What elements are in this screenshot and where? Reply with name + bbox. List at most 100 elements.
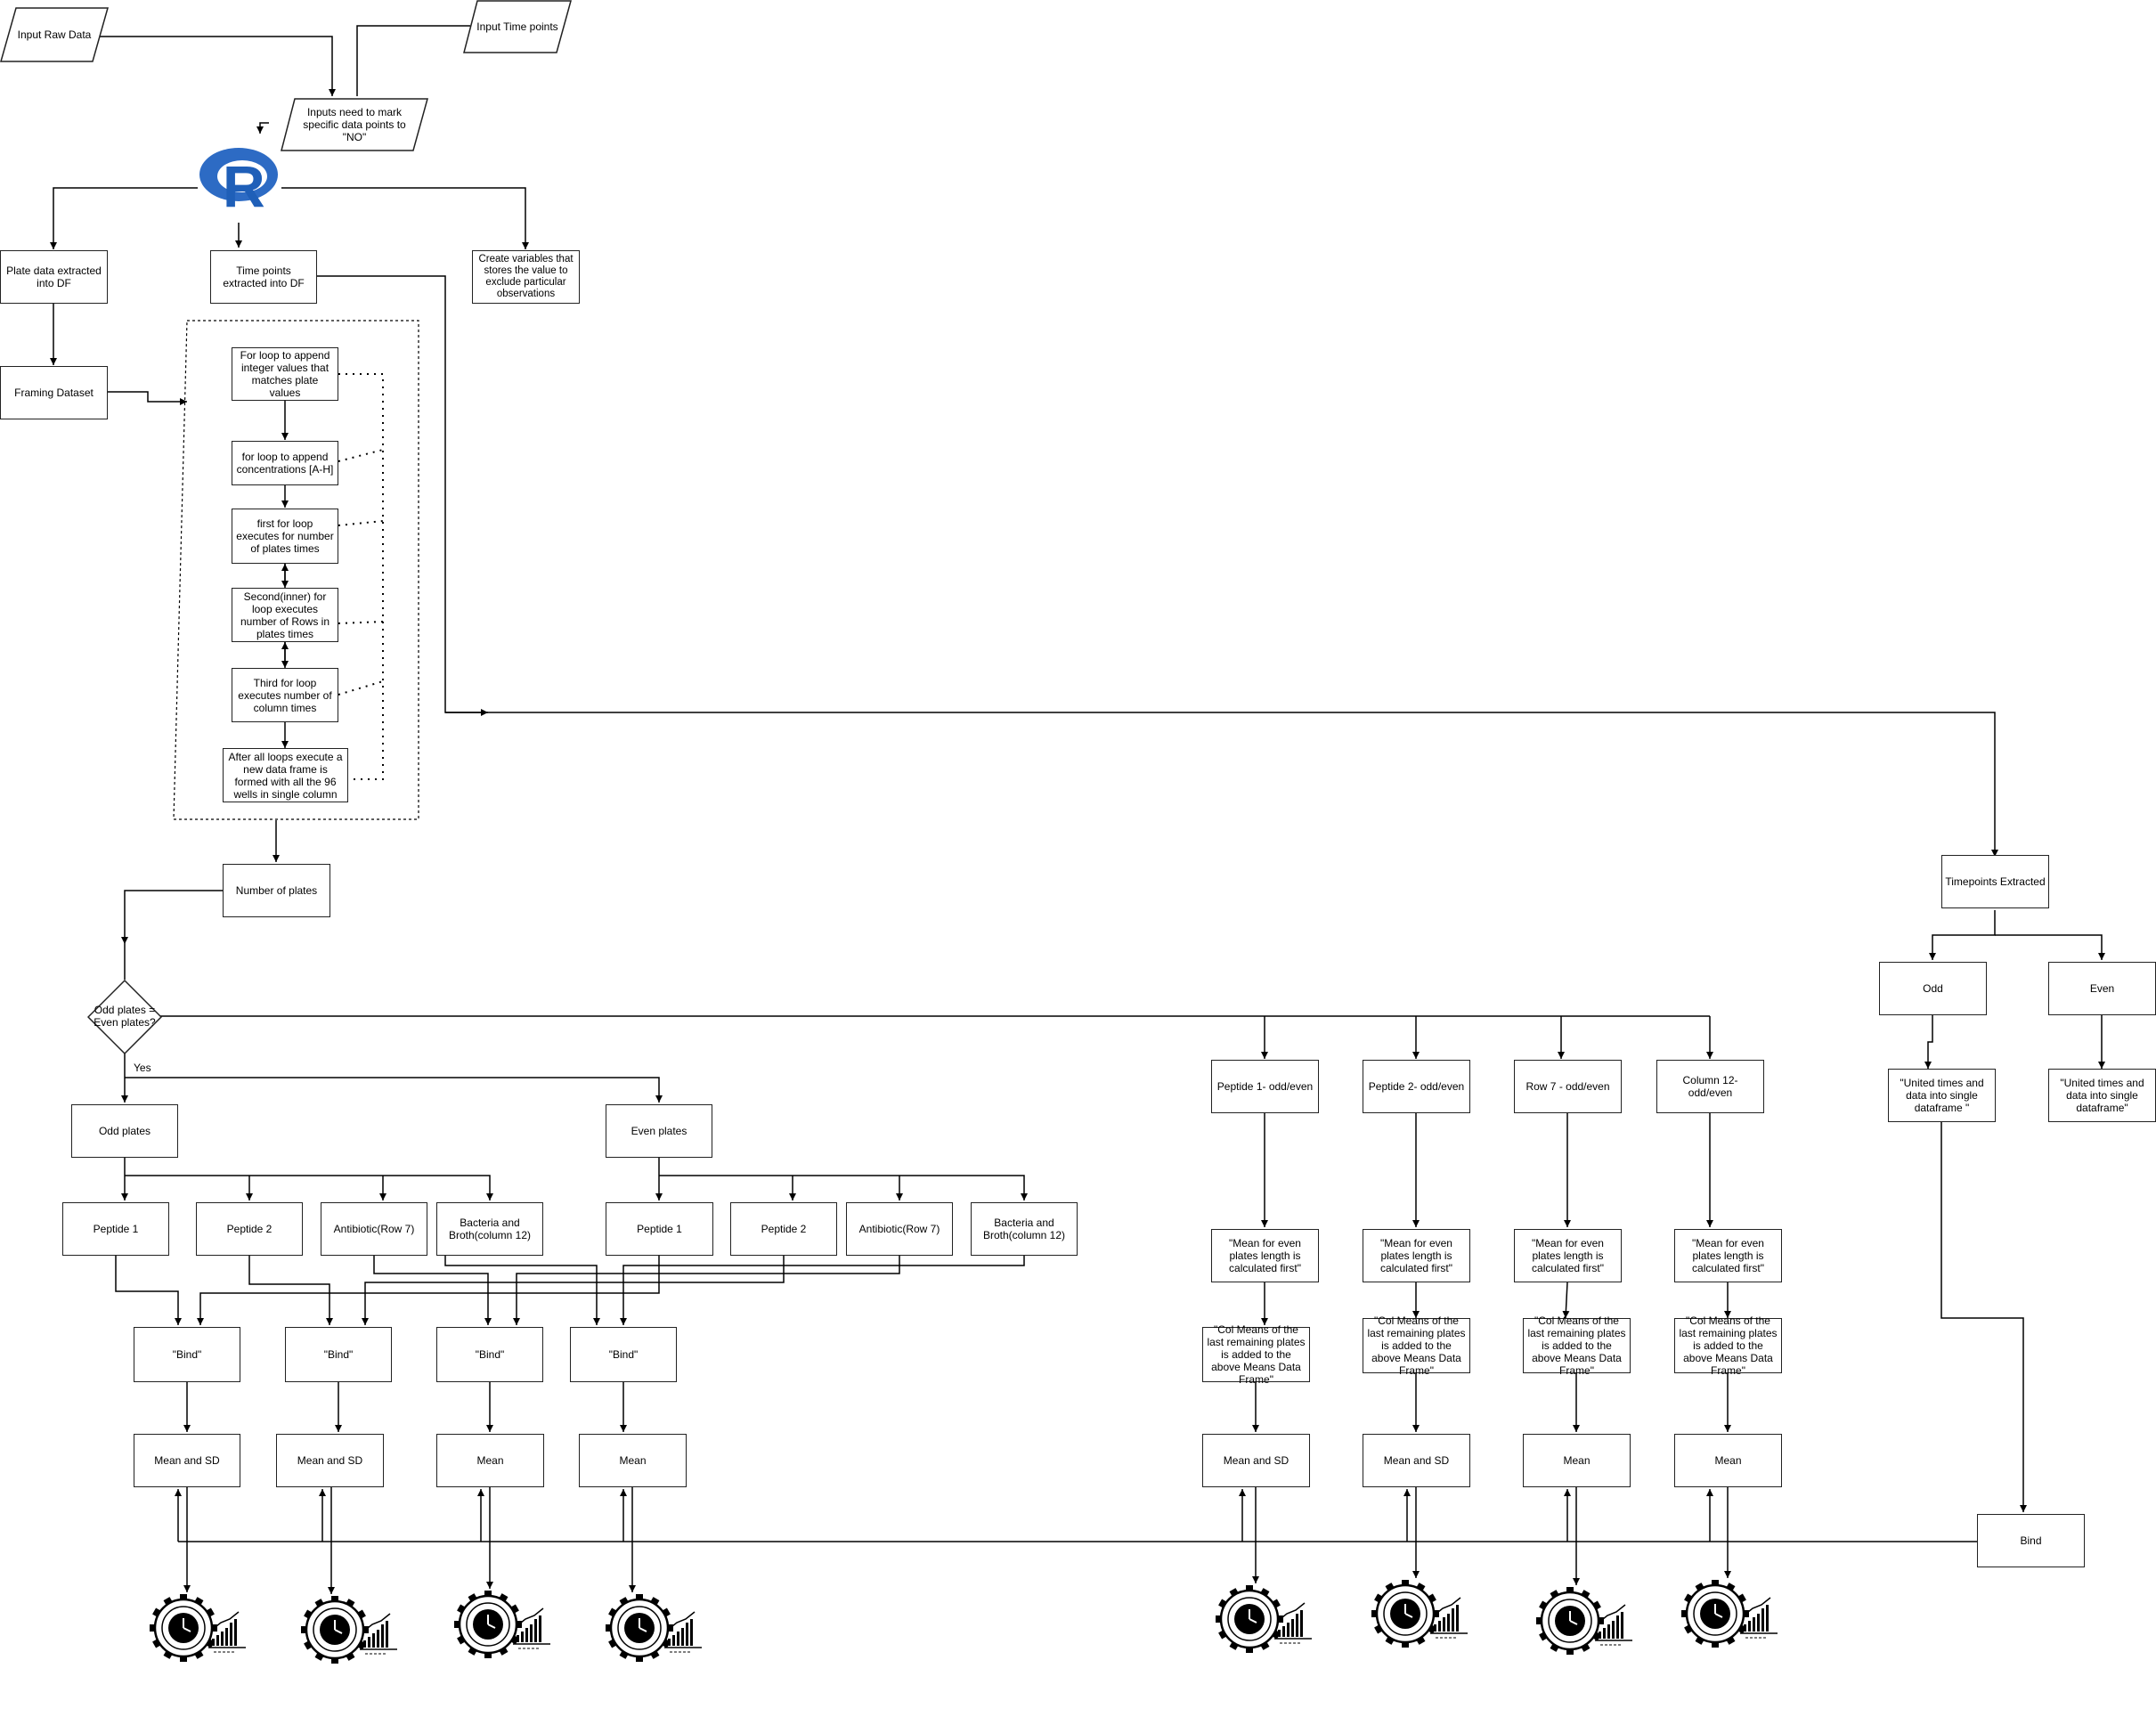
input-raw-data-label: Input Raw Data xyxy=(17,28,92,41)
chart-bar xyxy=(1607,1624,1610,1639)
clock-icon xyxy=(624,1613,655,1643)
row-7-odd-even: Row 7 - odd/even xyxy=(1514,1060,1622,1113)
chart-bar xyxy=(690,1619,693,1646)
chart-bar xyxy=(534,1619,537,1642)
bind-antibiotic: "Bind" xyxy=(436,1327,543,1382)
chart-bar xyxy=(1434,1624,1436,1632)
chart-bar xyxy=(530,1624,533,1642)
chart-bar xyxy=(381,1624,384,1648)
bar-chart-icon xyxy=(1595,1604,1632,1646)
chart-bar xyxy=(1287,1623,1290,1637)
chart-bar xyxy=(1282,1626,1285,1637)
time-analytics-icon xyxy=(1681,1578,1779,1654)
chart-bar xyxy=(1616,1615,1619,1639)
chart-bar xyxy=(1753,1617,1755,1632)
odd-peptide-1: Peptide 1 xyxy=(62,1202,169,1256)
clock-icon xyxy=(1555,1606,1585,1636)
gear-tooth xyxy=(1681,1610,1688,1617)
chart-bar xyxy=(681,1628,684,1646)
gear-tooth xyxy=(1216,1615,1223,1623)
bar-chart-icon xyxy=(208,1611,246,1653)
chart-bar xyxy=(1300,1610,1303,1637)
clock-icon xyxy=(1234,1604,1265,1634)
unite-even: "United times and data into single dataf… xyxy=(2048,1069,2156,1122)
bar-chart-icon xyxy=(513,1607,550,1649)
bar-chart-icon xyxy=(1274,1602,1312,1644)
chart-bar xyxy=(230,1623,232,1646)
clock-icon xyxy=(473,1609,503,1640)
loop-append-integer: For loop to append integer values that m… xyxy=(232,347,338,401)
even-peptide-1: Peptide 1 xyxy=(606,1202,713,1256)
gear-tooth xyxy=(606,1624,613,1632)
bind-bacteria-broth: "Bind" xyxy=(570,1327,677,1382)
chart-bar xyxy=(1766,1605,1769,1632)
chart-bar xyxy=(1296,1614,1298,1637)
even-plates: Even plates xyxy=(606,1104,712,1158)
framing-dataset: Framing Dataset xyxy=(0,366,108,419)
r-logo-icon: R xyxy=(198,146,283,219)
chart-bar xyxy=(525,1628,528,1642)
decision-odd-even: Odd plates = Even plates? xyxy=(87,980,162,1054)
chart-bar xyxy=(1757,1614,1760,1632)
clock-icon xyxy=(168,1613,199,1643)
gear-tooth xyxy=(150,1624,157,1632)
bar-chart-icon xyxy=(1740,1597,1778,1639)
chart-bar xyxy=(1456,1605,1459,1632)
column-12-odd-even: Column 12- odd/even xyxy=(1656,1060,1764,1113)
gear-tooth xyxy=(301,1626,308,1633)
left-stat-4: Mean xyxy=(579,1434,687,1487)
left-stat-1: Mean and SD xyxy=(134,1434,240,1487)
chart-bar xyxy=(686,1623,688,1646)
chart-bar xyxy=(1603,1628,1606,1639)
plate-data-extracted: Plate data extracted into DF xyxy=(0,250,108,304)
chart-bar xyxy=(234,1619,237,1646)
mean-even-3: "Mean for even plates length is calculat… xyxy=(1514,1229,1622,1282)
chart-bar xyxy=(1278,1630,1281,1637)
time-analytics-icon xyxy=(301,1594,399,1670)
time-points-extracted: Time points extracted into DF xyxy=(210,250,317,304)
chart-bar xyxy=(1452,1608,1454,1632)
chart-bar xyxy=(1744,1624,1746,1632)
chart-bar xyxy=(216,1635,219,1646)
loop-append-concentrations: for loop to append concentrations [A-H] xyxy=(232,441,338,485)
gear-tooth xyxy=(454,1621,461,1628)
chart-bar xyxy=(386,1621,388,1648)
col-means-1: "Col Means of the last remaining plates … xyxy=(1202,1323,1310,1386)
input-time-points-label: Input Time points xyxy=(476,20,558,33)
gear-tooth xyxy=(1536,1617,1543,1624)
chart-bar xyxy=(677,1632,679,1646)
bar-chart-icon xyxy=(1430,1597,1468,1639)
odd-plates: Odd plates xyxy=(71,1104,178,1158)
left-stat-3: Mean xyxy=(436,1434,544,1487)
time-analytics-icon xyxy=(454,1589,552,1664)
timepoints-odd: Odd xyxy=(1879,962,1987,1015)
gear-tooth xyxy=(1371,1610,1379,1617)
chart-bar xyxy=(1621,1612,1623,1639)
right-stat-1: Mean and SD xyxy=(1202,1434,1310,1487)
chart-bar xyxy=(225,1628,228,1646)
col-means-3: "Col Means of the last remaining plates … xyxy=(1523,1314,1631,1377)
time-analytics-icon xyxy=(150,1592,248,1668)
loop-second: Second(inner) for loop executes number o… xyxy=(232,588,338,642)
left-stat-2: Mean and SD xyxy=(276,1434,384,1487)
create-variables: Create variables that stores the value t… xyxy=(472,250,580,304)
mean-even-4: "Mean for even plates length is calculat… xyxy=(1674,1229,1782,1282)
chart-bar xyxy=(1291,1619,1294,1637)
clock-icon xyxy=(1700,1599,1730,1629)
odd-peptide-2: Peptide 2 xyxy=(196,1202,303,1256)
bar-chart-icon xyxy=(664,1611,702,1653)
unite-odd: "United times and data into single dataf… xyxy=(1888,1069,1996,1122)
chart-bar xyxy=(668,1639,671,1646)
clock-icon xyxy=(320,1615,350,1645)
bind-peptide-1: "Bind" xyxy=(134,1327,240,1382)
decision-label: Odd plates = Even plates? xyxy=(94,1004,156,1029)
chart-bar xyxy=(1599,1632,1601,1639)
mean-even-2: "Mean for even plates length is calculat… xyxy=(1363,1229,1470,1282)
input-raw-data: Input Raw Data xyxy=(0,7,109,62)
peptide-1-odd-even: Peptide 1- odd/even xyxy=(1211,1060,1319,1113)
right-stat-2: Mean and SD xyxy=(1363,1434,1470,1487)
peptide-2-odd-even: Peptide 2- odd/even xyxy=(1363,1060,1470,1113)
even-peptide-2: Peptide 2 xyxy=(730,1202,837,1256)
chart-bar xyxy=(521,1632,524,1642)
